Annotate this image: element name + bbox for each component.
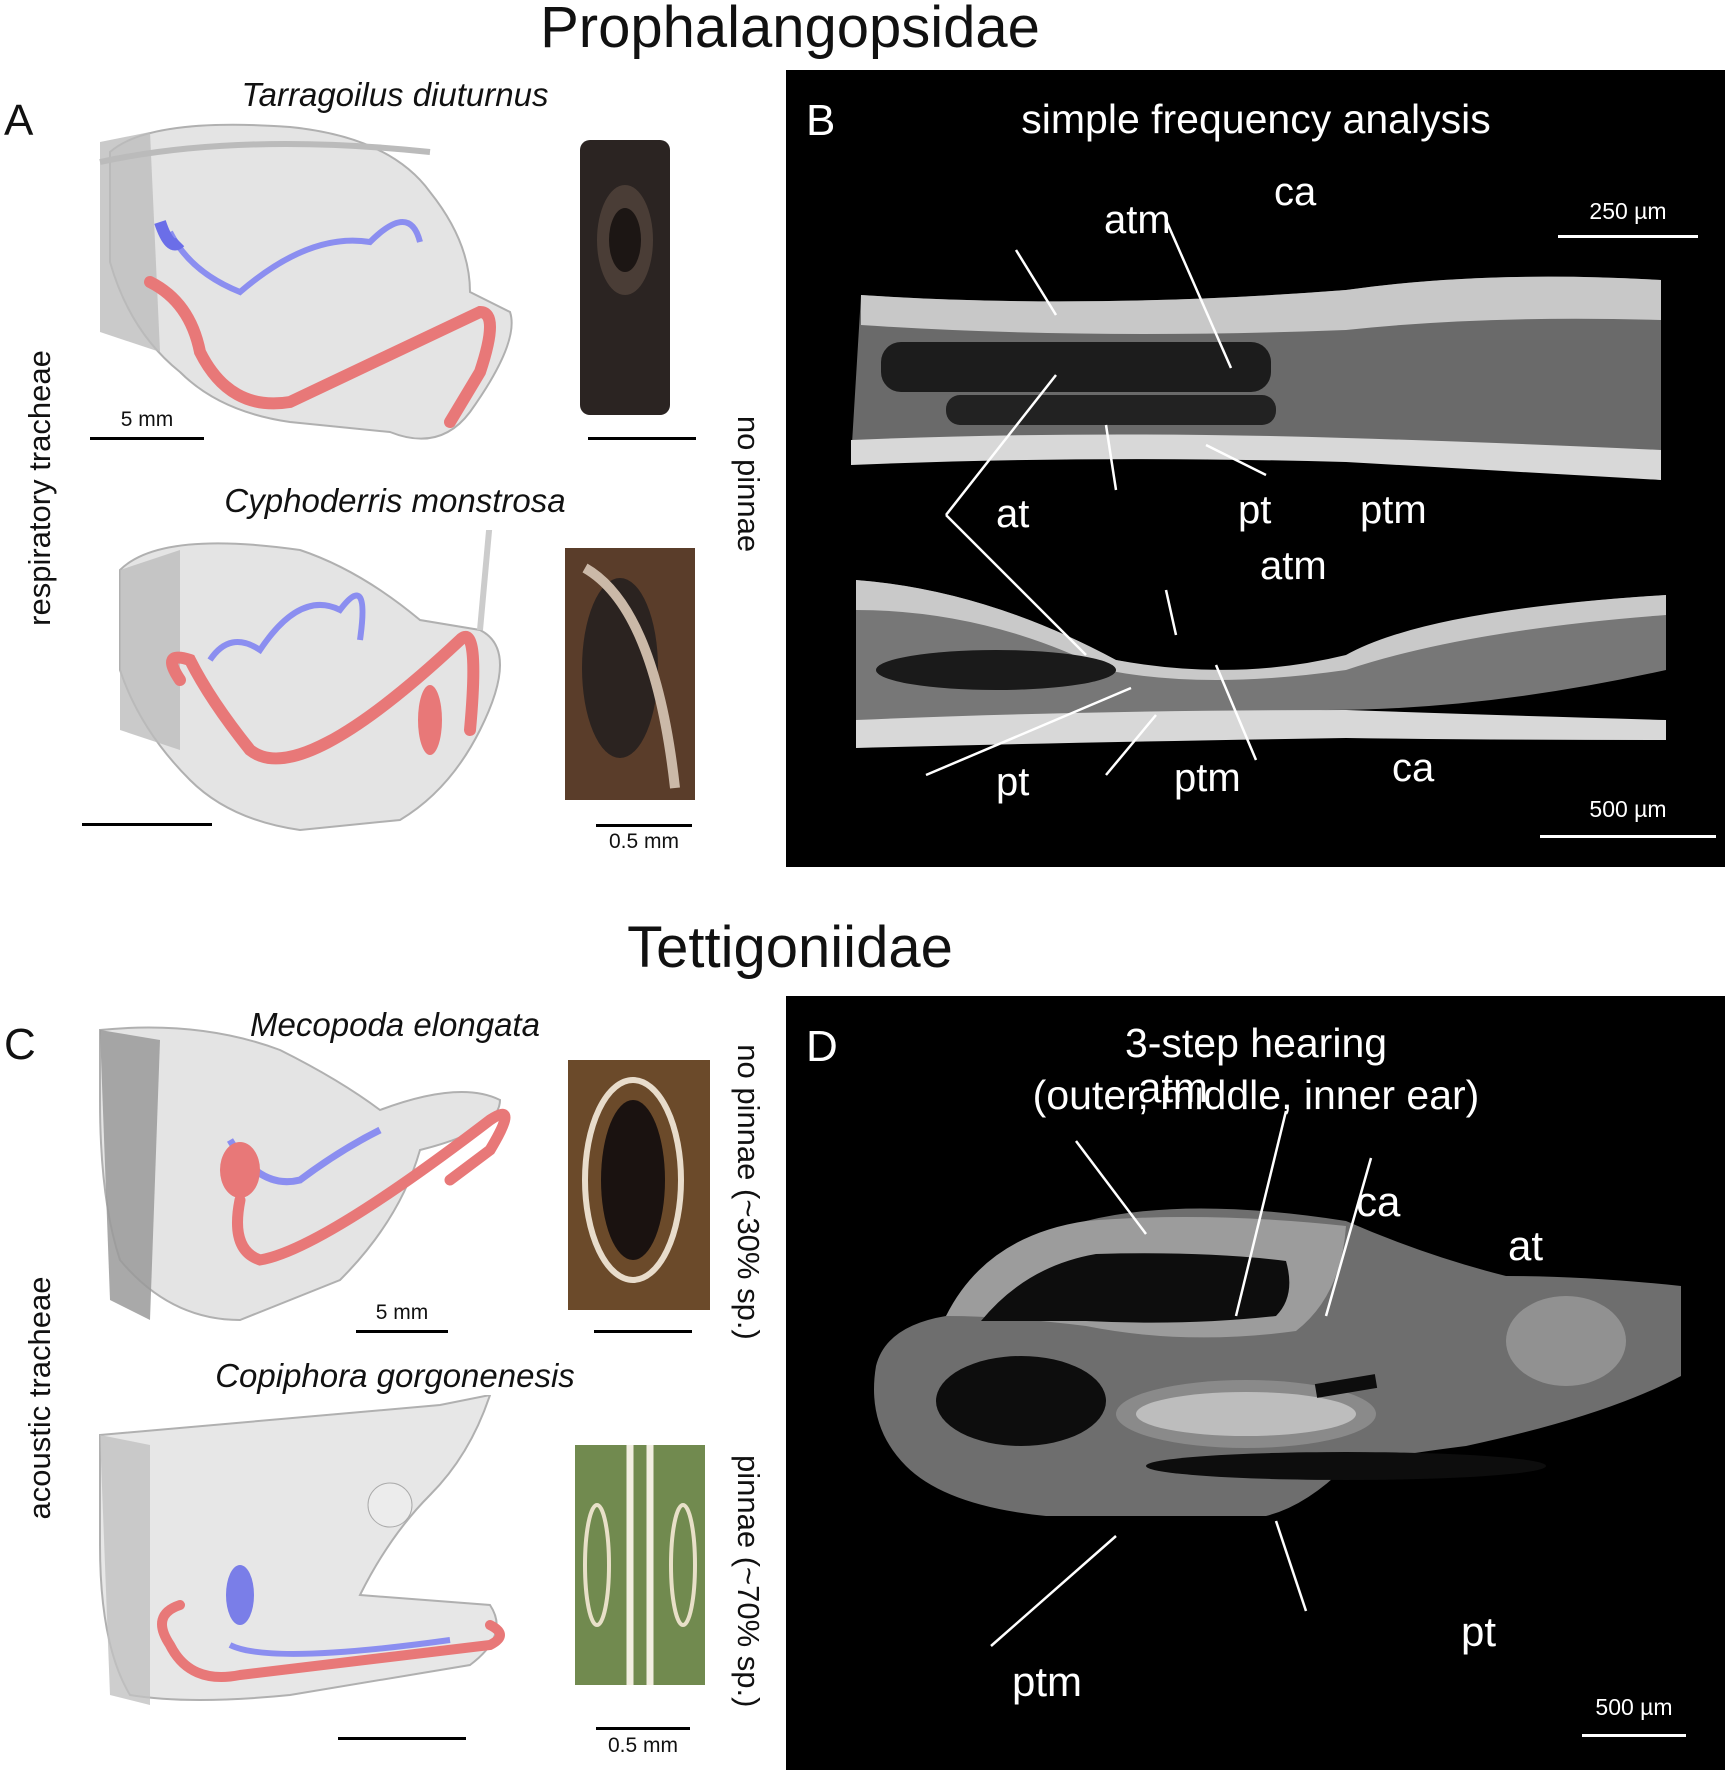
label-pinnae-copiphora: pinnae (~70% sp.): [731, 1455, 766, 1708]
scalebar-a-photo-bottom: [596, 824, 692, 827]
scalebar-c-top: [356, 1330, 448, 1333]
scalebar-a-photo-top: [588, 437, 696, 440]
panel-d-leader-lines: [990, 1110, 1373, 1647]
mecopoda-3d-render: [99, 1026, 511, 1322]
scalebar-a-photo-bottom-label: 0.5 mm: [608, 830, 679, 853]
panel-d-micrograph: [874, 1208, 1681, 1516]
copiphora-tympanum-photo: [575, 1445, 705, 1685]
panel-d-title-line2: (outer, middle, inner ear): [1032, 1072, 1480, 1118]
label-respiratory-tracheae: respiratory tracheae: [22, 350, 57, 626]
scalebar-c-top-label: 5 mm: [375, 1301, 429, 1324]
scalebar-c-photo-bottom: [596, 1727, 690, 1730]
panel-b-scalebar-top-label: 250 µm: [1589, 198, 1667, 224]
panel-b: B simple frequency analysis atm ca at: [786, 70, 1725, 867]
panel-letter-d: D: [806, 1022, 838, 1071]
scalebar-a-top: [90, 437, 204, 440]
family-title-tettigoniidae: Tettigoniidae: [627, 915, 953, 980]
label-no-pinnae-mecopoda: no pinnae (~30% sp.): [731, 1044, 766, 1340]
species-cyphoderris: Cyphoderris monstrosa: [224, 482, 566, 519]
panel-b-label-ptm-bottom: ptm: [1174, 756, 1241, 800]
label-acoustic-tracheae: acoustic tracheae: [22, 1276, 57, 1520]
scalebar-c-bottom: [338, 1737, 466, 1740]
panel-b-leader-lines: [925, 219, 1267, 777]
panel-b-label-pt-middle: pt: [1238, 488, 1272, 532]
species-mecopoda: Mecopoda elongata: [250, 1006, 540, 1043]
scalebar-a-bottom: [82, 823, 212, 826]
cyphoderris-tympanum-photo: [565, 548, 695, 800]
panel-b-label-at: at: [996, 492, 1030, 536]
species-copiphora: Copiphora gorgonenesis: [215, 1357, 575, 1394]
mecopoda-tympanum-photo: [568, 1060, 710, 1310]
label-no-pinnae-top: no pinnae: [731, 415, 766, 553]
panel-d-label-ca: ca: [1356, 1178, 1401, 1225]
panel-d-label-ptm: ptm: [1012, 1658, 1083, 1705]
panel-b-label-ca-bottom: ca: [1392, 746, 1435, 790]
panel-b-scalebar-bottom: [1540, 835, 1716, 838]
panel-d-scalebar-label: 500 µm: [1595, 1694, 1673, 1720]
panel-b-label-pt-bottom: pt: [996, 760, 1030, 804]
panel-letter-a: A: [4, 96, 34, 145]
panel-b-label-atm-bottom: atm: [1260, 544, 1327, 588]
panel-d-scalebar: [1582, 1734, 1686, 1737]
panel-d: D 3-step hearing (outer, middle, inner e…: [786, 996, 1725, 1770]
cyphoderris-3d-render: [119, 530, 501, 832]
tarragoilus-3d-render: [99, 123, 513, 440]
panel-d-label-at: at: [1508, 1222, 1544, 1269]
panel-b-scalebar-bottom-label: 500 µm: [1589, 796, 1667, 822]
panel-b-label-atm-top: atm: [1104, 198, 1171, 242]
scalebar-c-photo-top: [594, 1330, 692, 1333]
panel-letter-c: C: [4, 1020, 36, 1069]
tarragoilus-tympanum-photo: [580, 140, 670, 415]
panel-b-scalebar-top: [1558, 235, 1698, 238]
panel-b-title: simple frequency analysis: [1021, 96, 1491, 142]
panel-d-title-line1: 3-step hearing: [1124, 1020, 1388, 1066]
species-tarragoilus: Tarragoilus diuturnus: [241, 76, 549, 113]
copiphora-3d-render: [99, 1395, 505, 1705]
panel-b-micrographs: [851, 276, 1666, 748]
panel-d-label-pt: pt: [1461, 1608, 1497, 1655]
panel-d-label-atm: atm: [1138, 1064, 1209, 1111]
panel-b-label-ptm-top: ptm: [1360, 488, 1427, 532]
family-title-prophalangopsidae: Prophalangopsidae: [540, 0, 1040, 60]
panel-b-label-ca-top: ca: [1274, 170, 1317, 214]
scalebar-a-top-label: 5 mm: [120, 408, 174, 431]
panel-letter-b: B: [806, 96, 836, 145]
scalebar-c-photo-bottom-label: 0.5 mm: [607, 1734, 678, 1757]
